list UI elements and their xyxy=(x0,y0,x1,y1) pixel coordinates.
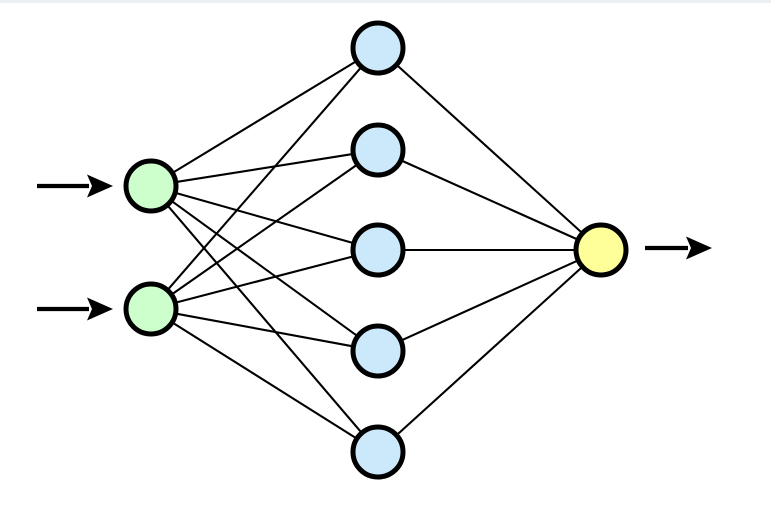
connection-edge xyxy=(174,152,355,184)
network-node-in-1[interactable] xyxy=(123,158,179,214)
node-circle[interactable] xyxy=(350,424,406,480)
nodes-group xyxy=(123,20,629,480)
arrows-group xyxy=(37,174,712,321)
connection-edge xyxy=(174,191,355,245)
connection-edge xyxy=(171,321,358,440)
input-arrow-icon xyxy=(37,297,113,321)
connection-edge xyxy=(171,59,358,175)
connection-edge xyxy=(166,203,363,435)
connection-edge xyxy=(170,163,359,296)
network-node-hid-4[interactable] xyxy=(350,323,406,379)
network-node-hid-2[interactable] xyxy=(350,122,406,178)
connection-edge xyxy=(166,65,363,292)
network-node-hid-1[interactable] xyxy=(350,20,406,76)
arrow-head xyxy=(87,174,113,198)
node-circle[interactable] xyxy=(123,281,179,337)
edges-group xyxy=(166,59,584,440)
connection-edge xyxy=(399,259,580,342)
node-circle[interactable] xyxy=(350,222,406,278)
node-circle[interactable] xyxy=(123,158,179,214)
arrow-head xyxy=(686,236,712,260)
node-circle[interactable] xyxy=(350,323,406,379)
connection-edge xyxy=(395,63,584,235)
connection-edge xyxy=(174,312,355,348)
input-arrow-icon xyxy=(37,174,113,198)
connection-edge xyxy=(395,265,584,437)
node-circle[interactable] xyxy=(573,222,629,278)
network-node-in-2[interactable] xyxy=(123,281,179,337)
connection-edge xyxy=(170,199,359,338)
node-circle[interactable] xyxy=(350,20,406,76)
network-node-hid-5[interactable] xyxy=(350,424,406,480)
connection-edge xyxy=(399,159,580,241)
arrow-head xyxy=(87,297,113,321)
connection-edge xyxy=(174,255,355,304)
network-node-out-1[interactable] xyxy=(573,222,629,278)
top-edge-strip xyxy=(0,0,771,3)
network-node-hid-3[interactable] xyxy=(350,222,406,278)
output-arrow-icon xyxy=(645,236,712,260)
node-circle[interactable] xyxy=(350,122,406,178)
